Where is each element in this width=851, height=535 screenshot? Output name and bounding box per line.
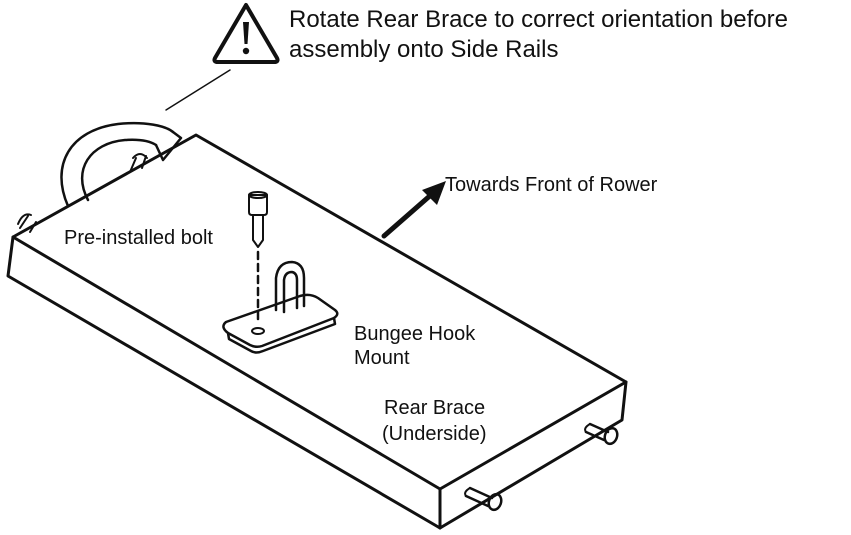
hook-label-line-1: Bungee Hook	[354, 323, 476, 345]
hook-label-line-2: Mount	[354, 347, 410, 369]
warning-text-line-2: assembly onto Side Rails	[289, 36, 558, 63]
warning-leader-line	[165, 69, 231, 111]
bolt-label: Pre-installed bolt	[64, 227, 213, 249]
brace-label-line-1: Rear Brace	[384, 397, 485, 419]
brace-label-line-2: (Underside)	[382, 423, 486, 445]
bungee-hook-mount	[222, 260, 339, 354]
front-direction-arrow	[381, 181, 446, 239]
brace-pin-right	[584, 422, 619, 446]
rotation-arrow-icon	[60, 121, 183, 208]
brace-pin-left	[464, 486, 503, 512]
warning-text-line-1: Rotate Rear Brace to correct orientation…	[289, 6, 788, 33]
front-direction-label: Towards Front of Rower	[445, 174, 658, 196]
bolt-icon	[248, 191, 268, 322]
warning-triangle-icon	[212, 3, 280, 64]
rear-brace	[6, 133, 628, 530]
